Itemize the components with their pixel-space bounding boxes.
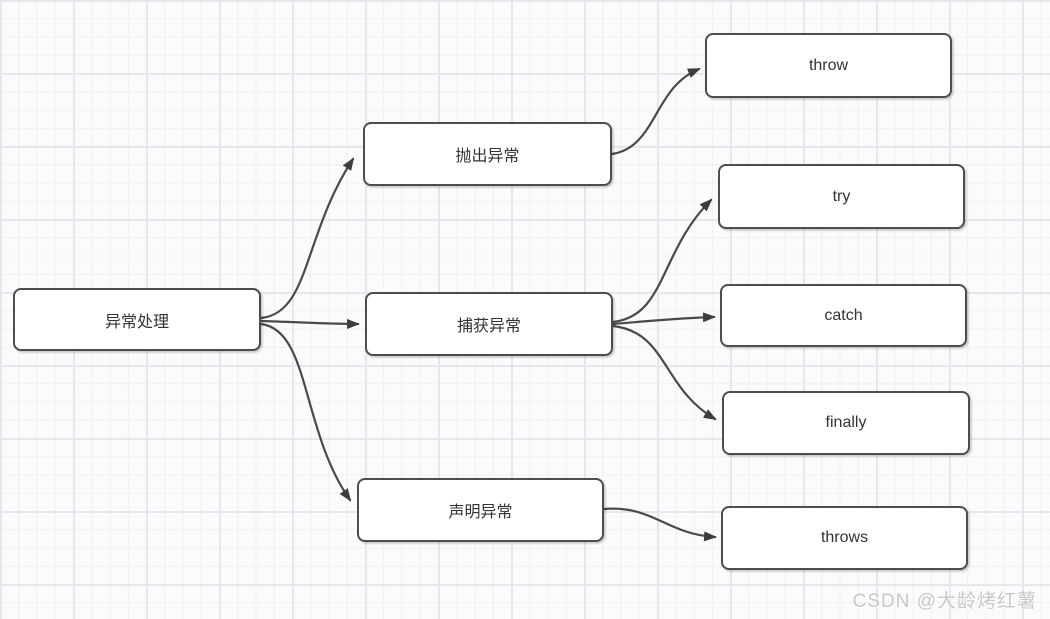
- node-throw: throw: [705, 33, 952, 98]
- watermark: CSDN @大龄烤红薯: [852, 591, 1037, 612]
- node-declare-exception-label: 声明异常: [448, 504, 513, 521]
- edge-declare-exception-to-throws: [602, 507, 717, 542]
- node-root-label: 异常处理: [104, 313, 169, 331]
- node-catch: catch: [720, 284, 967, 347]
- node-catch-exception: 捕获异常: [365, 292, 613, 356]
- node-throw-exception-label: 抛出异常: [455, 148, 520, 165]
- node-finally-label: finally: [825, 414, 867, 431]
- node-try: try: [718, 164, 965, 229]
- node-catch-exception-label: 捕获异常: [456, 318, 521, 335]
- node-finally: finally: [722, 391, 970, 455]
- edge-catch-exception-to-finally: [611, 324, 717, 421]
- edge-root-to-catch-exception: [259, 318, 360, 329]
- node-catch-label: catch: [824, 306, 863, 324]
- node-root: 异常处理: [13, 288, 261, 351]
- edge-root-to-declare-exception: [259, 322, 352, 502]
- edge-catch-exception-to-try: [611, 198, 713, 324]
- node-throws: throws: [721, 506, 968, 570]
- edge-catch-exception-to-catch: [611, 312, 716, 326]
- node-throws-label: throws: [820, 529, 869, 546]
- node-throw-label: throw: [808, 56, 849, 74]
- node-throw-exception: 抛出异常: [363, 122, 612, 186]
- edge-root-to-throw-exception: [259, 157, 355, 320]
- node-declare-exception: 声明异常: [357, 478, 604, 542]
- edge-throw-exception-to-throw: [610, 67, 701, 156]
- node-try-label: try: [832, 187, 851, 205]
